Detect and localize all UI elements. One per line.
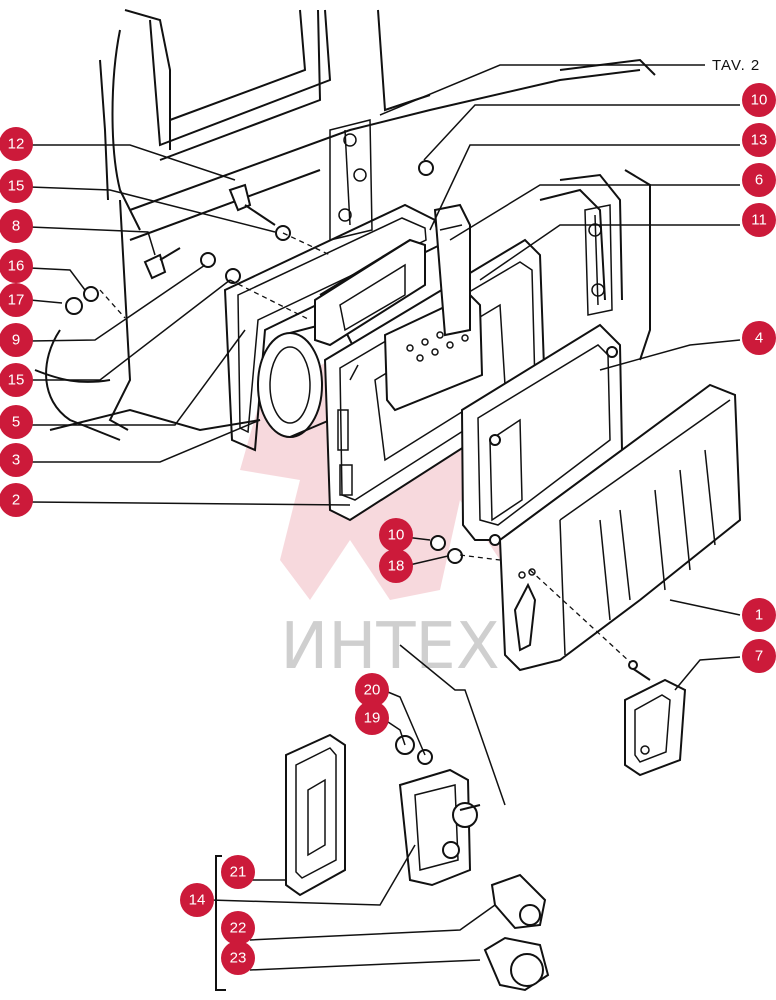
relay-block [314,238,426,347]
callout-4: 4 [742,321,776,355]
svg-text:10: 10 [751,92,768,109]
svg-text:13: 13 [751,132,768,149]
svg-text:3: 3 [12,452,20,469]
callout-21: 21 [221,855,255,889]
callout-5: 5 [0,405,33,439]
mounting-bracket [433,203,471,337]
svg-text:20: 20 [364,682,381,699]
callout-17: 17 [0,283,33,317]
svg-text:1: 1 [755,607,763,624]
leader-lines [29,64,741,971]
callout-13: 13 [742,123,776,157]
svg-text:10: 10 [388,527,405,544]
callout-18: 18 [379,549,413,583]
callout-3: 3 [0,443,33,477]
callout-6: 6 [742,163,776,197]
svg-text:8: 8 [12,218,20,235]
svg-text:2: 2 [12,492,20,509]
svg-text:17: 17 [8,292,25,309]
callout-16: 16 [0,249,33,283]
svg-text:11: 11 [751,212,767,229]
svg-text:14: 14 [189,892,206,909]
svg-text:15: 15 [8,372,25,389]
reference-label: TAV. 2 [712,57,760,74]
svg-text:19: 19 [364,710,381,727]
callout-14: 14 [180,883,214,917]
svg-text:18: 18 [388,558,405,575]
callout-9: 9 [0,323,33,357]
key-and-cap [483,873,550,992]
svg-text:21: 21 [230,864,247,881]
left-fasteners [65,160,631,663]
svg-text:4: 4 [755,330,763,347]
switch-assembly [395,735,481,887]
callout-7: 7 [742,639,776,673]
watermark-text: ИНТЕХ [280,610,499,684]
callout-15-upper: 15 [0,169,33,203]
callout-2: 2 [0,483,33,517]
callout-23: 23 [221,941,255,975]
callout-12: 12 [0,127,33,161]
svg-text:9: 9 [12,332,20,349]
svg-text:23: 23 [230,950,247,967]
callout-19: 19 [355,701,389,735]
svg-text:22: 22 [230,920,247,937]
svg-text:15: 15 [8,178,25,195]
callout-15-lower: 15 [0,363,33,397]
callout-10-top: 10 [742,83,776,117]
group-bracket [215,855,226,991]
vehicle-body [34,9,656,441]
callout-20: 20 [355,673,389,707]
callout-11: 11 [742,203,776,237]
callout-10-mid: 10 [379,518,413,552]
callout-22: 22 [221,911,255,945]
svg-text:6: 6 [755,172,763,189]
handle-plate [624,660,687,777]
switch-gasket [285,733,346,897]
svg-text:7: 7 [755,648,763,665]
callout-8: 8 [0,209,33,243]
lamp-cover [498,383,742,672]
svg-text:5: 5 [12,414,20,431]
svg-text:16: 16 [8,258,25,275]
callout-1: 1 [742,598,776,632]
svg-text:12: 12 [8,136,25,153]
